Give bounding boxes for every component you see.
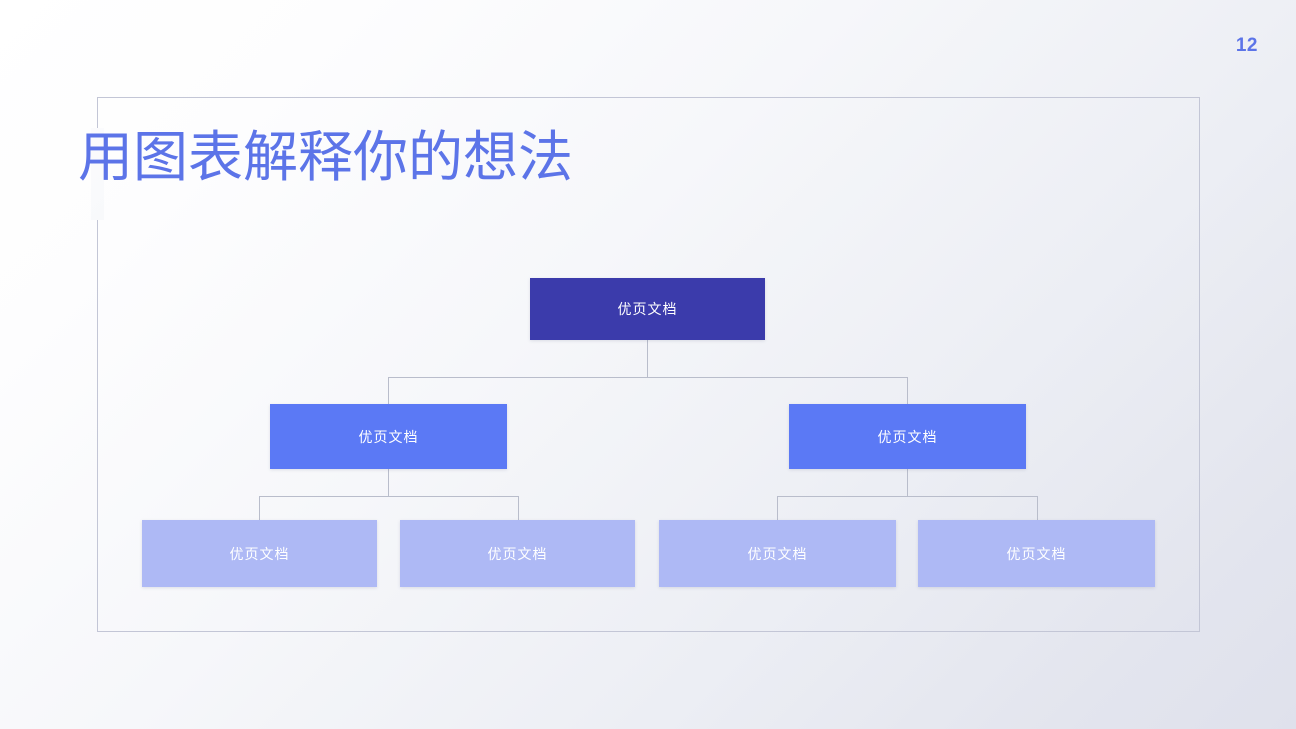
connector-branch2-up bbox=[907, 377, 908, 404]
connector-branch1-down bbox=[388, 469, 389, 496]
connector-branch2-down bbox=[907, 469, 908, 496]
frame-border-gap bbox=[91, 128, 104, 220]
org-node-root[interactable]: 优页文档 bbox=[530, 278, 765, 340]
connector-leaf1-up bbox=[259, 496, 260, 520]
connector-level3-bus-right bbox=[777, 496, 1038, 497]
connector-leaf2-up bbox=[518, 496, 519, 520]
connector-leaf4-up bbox=[1037, 496, 1038, 520]
connector-level3-bus-left bbox=[259, 496, 519, 497]
connector-root-down bbox=[647, 340, 648, 377]
org-node-branch-1[interactable]: 优页文档 bbox=[270, 404, 507, 469]
org-node-branch-2[interactable]: 优页文档 bbox=[789, 404, 1026, 469]
connector-level2-bus bbox=[388, 377, 907, 378]
page-number: 12 bbox=[1235, 35, 1258, 56]
org-node-leaf-2[interactable]: 优页文档 bbox=[400, 520, 635, 587]
connector-branch1-up bbox=[388, 377, 389, 404]
connector-leaf3-up bbox=[777, 496, 778, 520]
org-node-leaf-1[interactable]: 优页文档 bbox=[142, 520, 377, 587]
page-title: 用图表解释你的想法 bbox=[78, 125, 574, 189]
org-node-leaf-4[interactable]: 优页文档 bbox=[918, 520, 1155, 587]
org-node-leaf-3[interactable]: 优页文档 bbox=[659, 520, 896, 587]
